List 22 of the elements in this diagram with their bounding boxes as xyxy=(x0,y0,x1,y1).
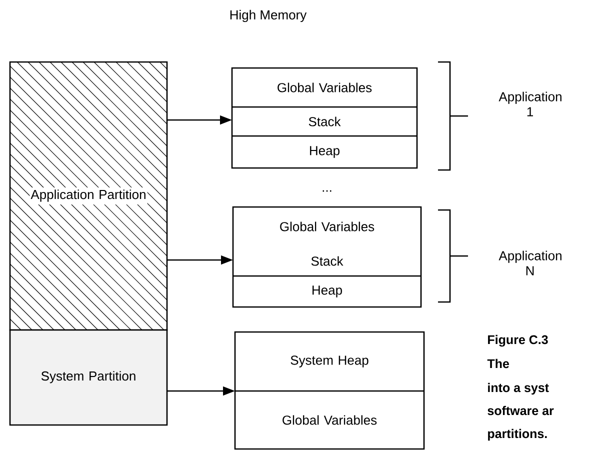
memory-block xyxy=(232,206,422,308)
section-label: ... xyxy=(322,190,332,192)
memory-row: Stack xyxy=(308,116,341,126)
section-label: Application 1 xyxy=(498,92,562,116)
caption-line: The xyxy=(487,358,509,368)
section-label: Application N xyxy=(498,250,562,276)
caption-line: software ar xyxy=(488,406,554,416)
memory-block xyxy=(234,331,425,450)
memory-row: Global Variables xyxy=(278,82,372,92)
partition-box: System Partition xyxy=(9,329,168,426)
section-label: High Memory xyxy=(230,10,307,22)
caption-line: partitions. xyxy=(488,428,547,441)
memory-row: Global Variables xyxy=(280,222,374,232)
partition-box: Application Partition xyxy=(9,61,168,331)
memory-row: System Heap xyxy=(290,356,368,368)
caption-line: into a syst xyxy=(488,382,549,395)
memory-row: Stack xyxy=(311,256,344,266)
memory-row: Heap xyxy=(312,286,342,298)
memory-row: Global Variables xyxy=(282,415,377,425)
memory-block xyxy=(231,67,418,169)
memory-row: Heap xyxy=(310,146,340,158)
caption: Figure C.3 xyxy=(488,334,548,347)
